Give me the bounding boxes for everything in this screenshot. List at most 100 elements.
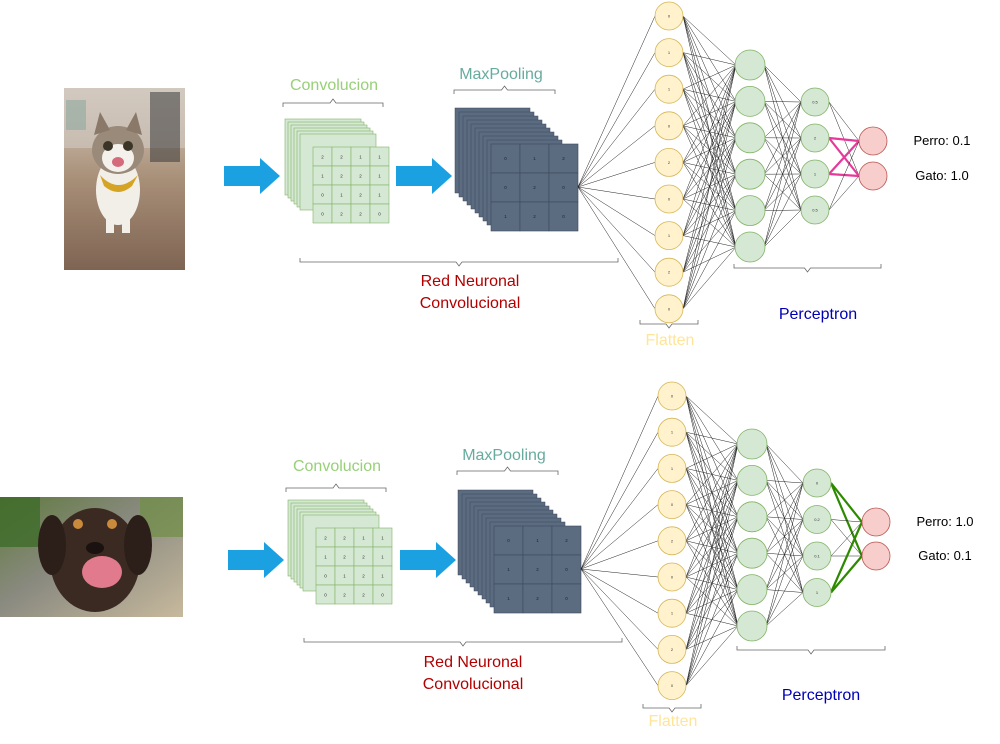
edge [763,137,802,248]
flatten-node [654,1,684,31]
conv-cell [369,203,390,224]
flatten-node-value: 2 [668,270,671,275]
edge [682,174,737,309]
pool-brace [456,466,559,475]
conv-cell-value: 2 [321,155,324,160]
pool-cell [522,583,553,614]
hidden-node [802,578,832,607]
highlighted-edge [829,482,864,557]
connections [580,395,864,686]
edge [763,173,802,248]
output-node [858,161,888,191]
flatten-node-value: 1 [668,87,671,92]
edge [765,482,804,554]
hidden-node [800,87,830,117]
flatten-node [654,38,684,67]
conv-cell-value: 1 [378,174,381,179]
output-label: Perro: 1.0 [916,514,973,529]
conv-cell-value: 1 [359,155,362,160]
edge [682,64,737,273]
edge [685,480,739,686]
conv-cell-value: 1 [381,536,384,541]
edge [763,101,802,138]
right-arrow-icon [400,542,456,578]
flatten-node [657,453,687,483]
pool-cell [519,172,550,203]
conv-cell-value: 1 [324,555,327,560]
hidden-node [802,541,832,571]
pool-cell-value: 1 [507,596,510,601]
highlighted-edge [828,140,860,175]
edge [828,101,860,142]
edge [577,89,656,188]
output-node [861,507,891,537]
edge [580,568,659,614]
pool-cell-value: 2 [562,156,565,161]
flatten-node-value: 0 [668,306,671,311]
hidden-node [734,231,766,263]
hidden-node [734,86,766,117]
edge [685,443,739,650]
edge [830,519,863,523]
pool-cell-value: 0 [562,185,565,190]
conv-cell-value: 2 [340,155,343,160]
cnn-label-line1: Red Neuronal [421,273,520,290]
flatten-label: Flatten [649,713,698,730]
conv-cell-value: 2 [362,593,365,598]
conv-cell-value: 2 [359,212,362,217]
perceptron-label: Perceptron [782,687,860,704]
pool-cell [551,554,582,585]
flatten-node [657,526,687,556]
conv-cell-value: 2 [362,574,365,579]
flatten-node-value: 1 [671,430,674,435]
conv-cell-value: 0 [324,593,327,598]
flatten-node [654,294,684,324]
edge [580,568,659,650]
flatten-node [657,671,687,700]
hidden-node [736,574,768,605]
flatten-node-value: 1 [671,466,674,471]
edge [577,186,656,273]
right-arrow-icon [396,158,452,194]
edge [580,504,659,570]
edge [577,52,656,188]
connections [577,15,860,309]
flatten-node-value: 1 [671,611,674,616]
edge [685,443,739,614]
conv-cell-value: 0 [324,574,327,579]
flatten-node-value: 1 [668,233,671,238]
edge [580,568,659,686]
flatten-node-value: 0 [671,575,674,580]
pool-cell [548,201,579,232]
edge [765,555,804,627]
perceptron-brace [736,646,886,655]
edge [765,480,804,484]
flatten-node [654,184,684,214]
edge [765,482,804,627]
edge [685,395,739,445]
flatten-node [654,221,684,251]
edge [682,64,737,236]
edge [682,64,737,90]
hidden-node [736,610,768,642]
conv-cell-value: 0 [321,212,324,217]
flatten-node [654,111,684,141]
edge [577,186,656,236]
edge [763,209,802,248]
edge [763,101,802,103]
conv-brace [285,483,387,492]
hidden-node [800,123,830,153]
perceptron-brace [733,264,882,273]
flatten-node-value: 1 [668,50,671,55]
edge [685,443,739,686]
edge [577,125,656,188]
hidden-node [734,49,766,81]
hidden-node-value: 0.5 [812,208,818,213]
flatten-label: Flatten [646,332,695,349]
flatten-node [657,490,687,520]
